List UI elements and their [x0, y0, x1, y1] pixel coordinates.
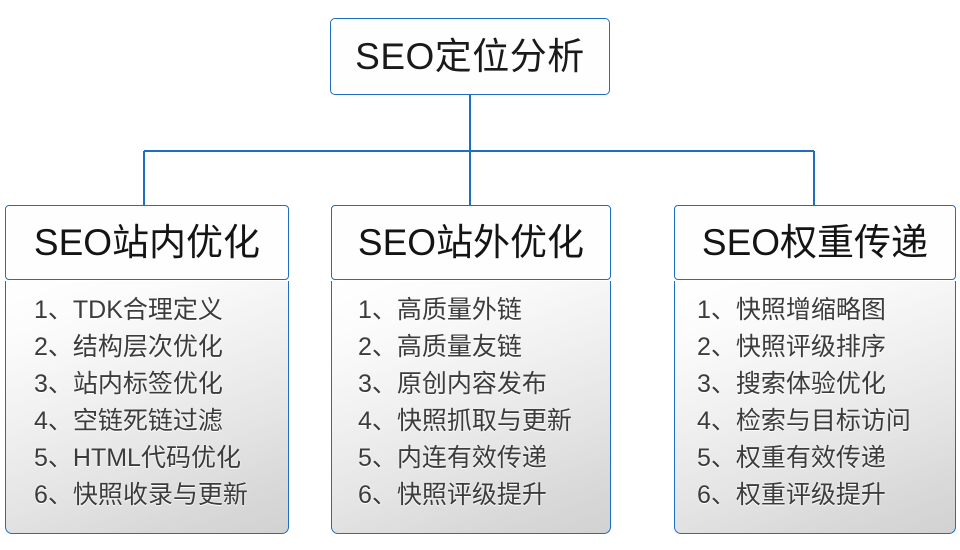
branch-header-1[interactable]: SEO站内优化: [5, 205, 289, 280]
branch-header-3[interactable]: SEO权重传递: [674, 205, 956, 280]
list-item: 3、站内标签优化: [34, 370, 223, 398]
list-item: 2、高质量友链: [358, 333, 522, 361]
branch-item-list-3: 1、快照增缩略图 2、快照评级排序 3、搜索体验优化 4、检索与目标访问 5、权…: [675, 292, 955, 514]
list-item: 6、权重评级提升: [697, 481, 886, 509]
branch-group-1: SEO站内优化 1、TDK合理定义 2、结构层次优化 3、站内标签优化 4、空链…: [5, 205, 289, 534]
branch-item-list-2: 1、高质量外链 2、高质量友链 3、原创内容发布 4、快照抓取与更新 5、内连有…: [332, 292, 610, 514]
branch-header-title-1: SEO站内优化: [33, 222, 261, 263]
branch-body-1: 1、TDK合理定义 2、结构层次优化 3、站内标签优化 4、空链死链过滤 5、H…: [5, 281, 289, 534]
list-item: 2、快照评级排序: [697, 333, 886, 361]
list-item: 1、高质量外链: [358, 296, 522, 324]
root-node[interactable]: SEO定位分析: [330, 18, 610, 95]
branch-header-2[interactable]: SEO站外优化: [331, 205, 611, 280]
list-item: 3、原创内容发布: [358, 370, 547, 398]
list-item: 5、HTML代码优化: [34, 444, 241, 472]
list-item: 1、快照增缩略图: [697, 296, 886, 324]
list-item: 4、检索与目标访问: [697, 407, 911, 435]
branch-body-3: 1、快照增缩略图 2、快照评级排序 3、搜索体验优化 4、检索与目标访问 5、权…: [674, 281, 956, 534]
list-item: 5、权重有效传递: [697, 444, 886, 472]
list-item: 2、结构层次优化: [34, 333, 223, 361]
list-item: 4、快照抓取与更新: [358, 407, 572, 435]
branch-group-2: SEO站外优化 1、高质量外链 2、高质量友链 3、原创内容发布 4、快照抓取与…: [331, 205, 611, 534]
branch-group-3: SEO权重传递 1、快照增缩略图 2、快照评级排序 3、搜索体验优化 4、检索与…: [674, 205, 956, 534]
list-item: 6、快照评级提升: [358, 481, 547, 509]
list-item: 4、空链死链过滤: [34, 407, 223, 435]
branch-header-title-3: SEO权重传递: [701, 222, 929, 263]
branch-body-2: 1、高质量外链 2、高质量友链 3、原创内容发布 4、快照抓取与更新 5、内连有…: [331, 281, 611, 534]
branch-item-list-1: 1、TDK合理定义 2、结构层次优化 3、站内标签优化 4、空链死链过滤 5、H…: [6, 292, 288, 514]
list-item: 1、TDK合理定义: [34, 296, 223, 324]
root-node-title: SEO定位分析: [355, 36, 585, 77]
list-item: 5、内连有效传递: [358, 444, 547, 472]
list-item: 6、快照收录与更新: [34, 481, 248, 509]
branch-header-title-2: SEO站外优化: [357, 222, 585, 263]
list-item: 3、搜索体验优化: [697, 370, 886, 398]
